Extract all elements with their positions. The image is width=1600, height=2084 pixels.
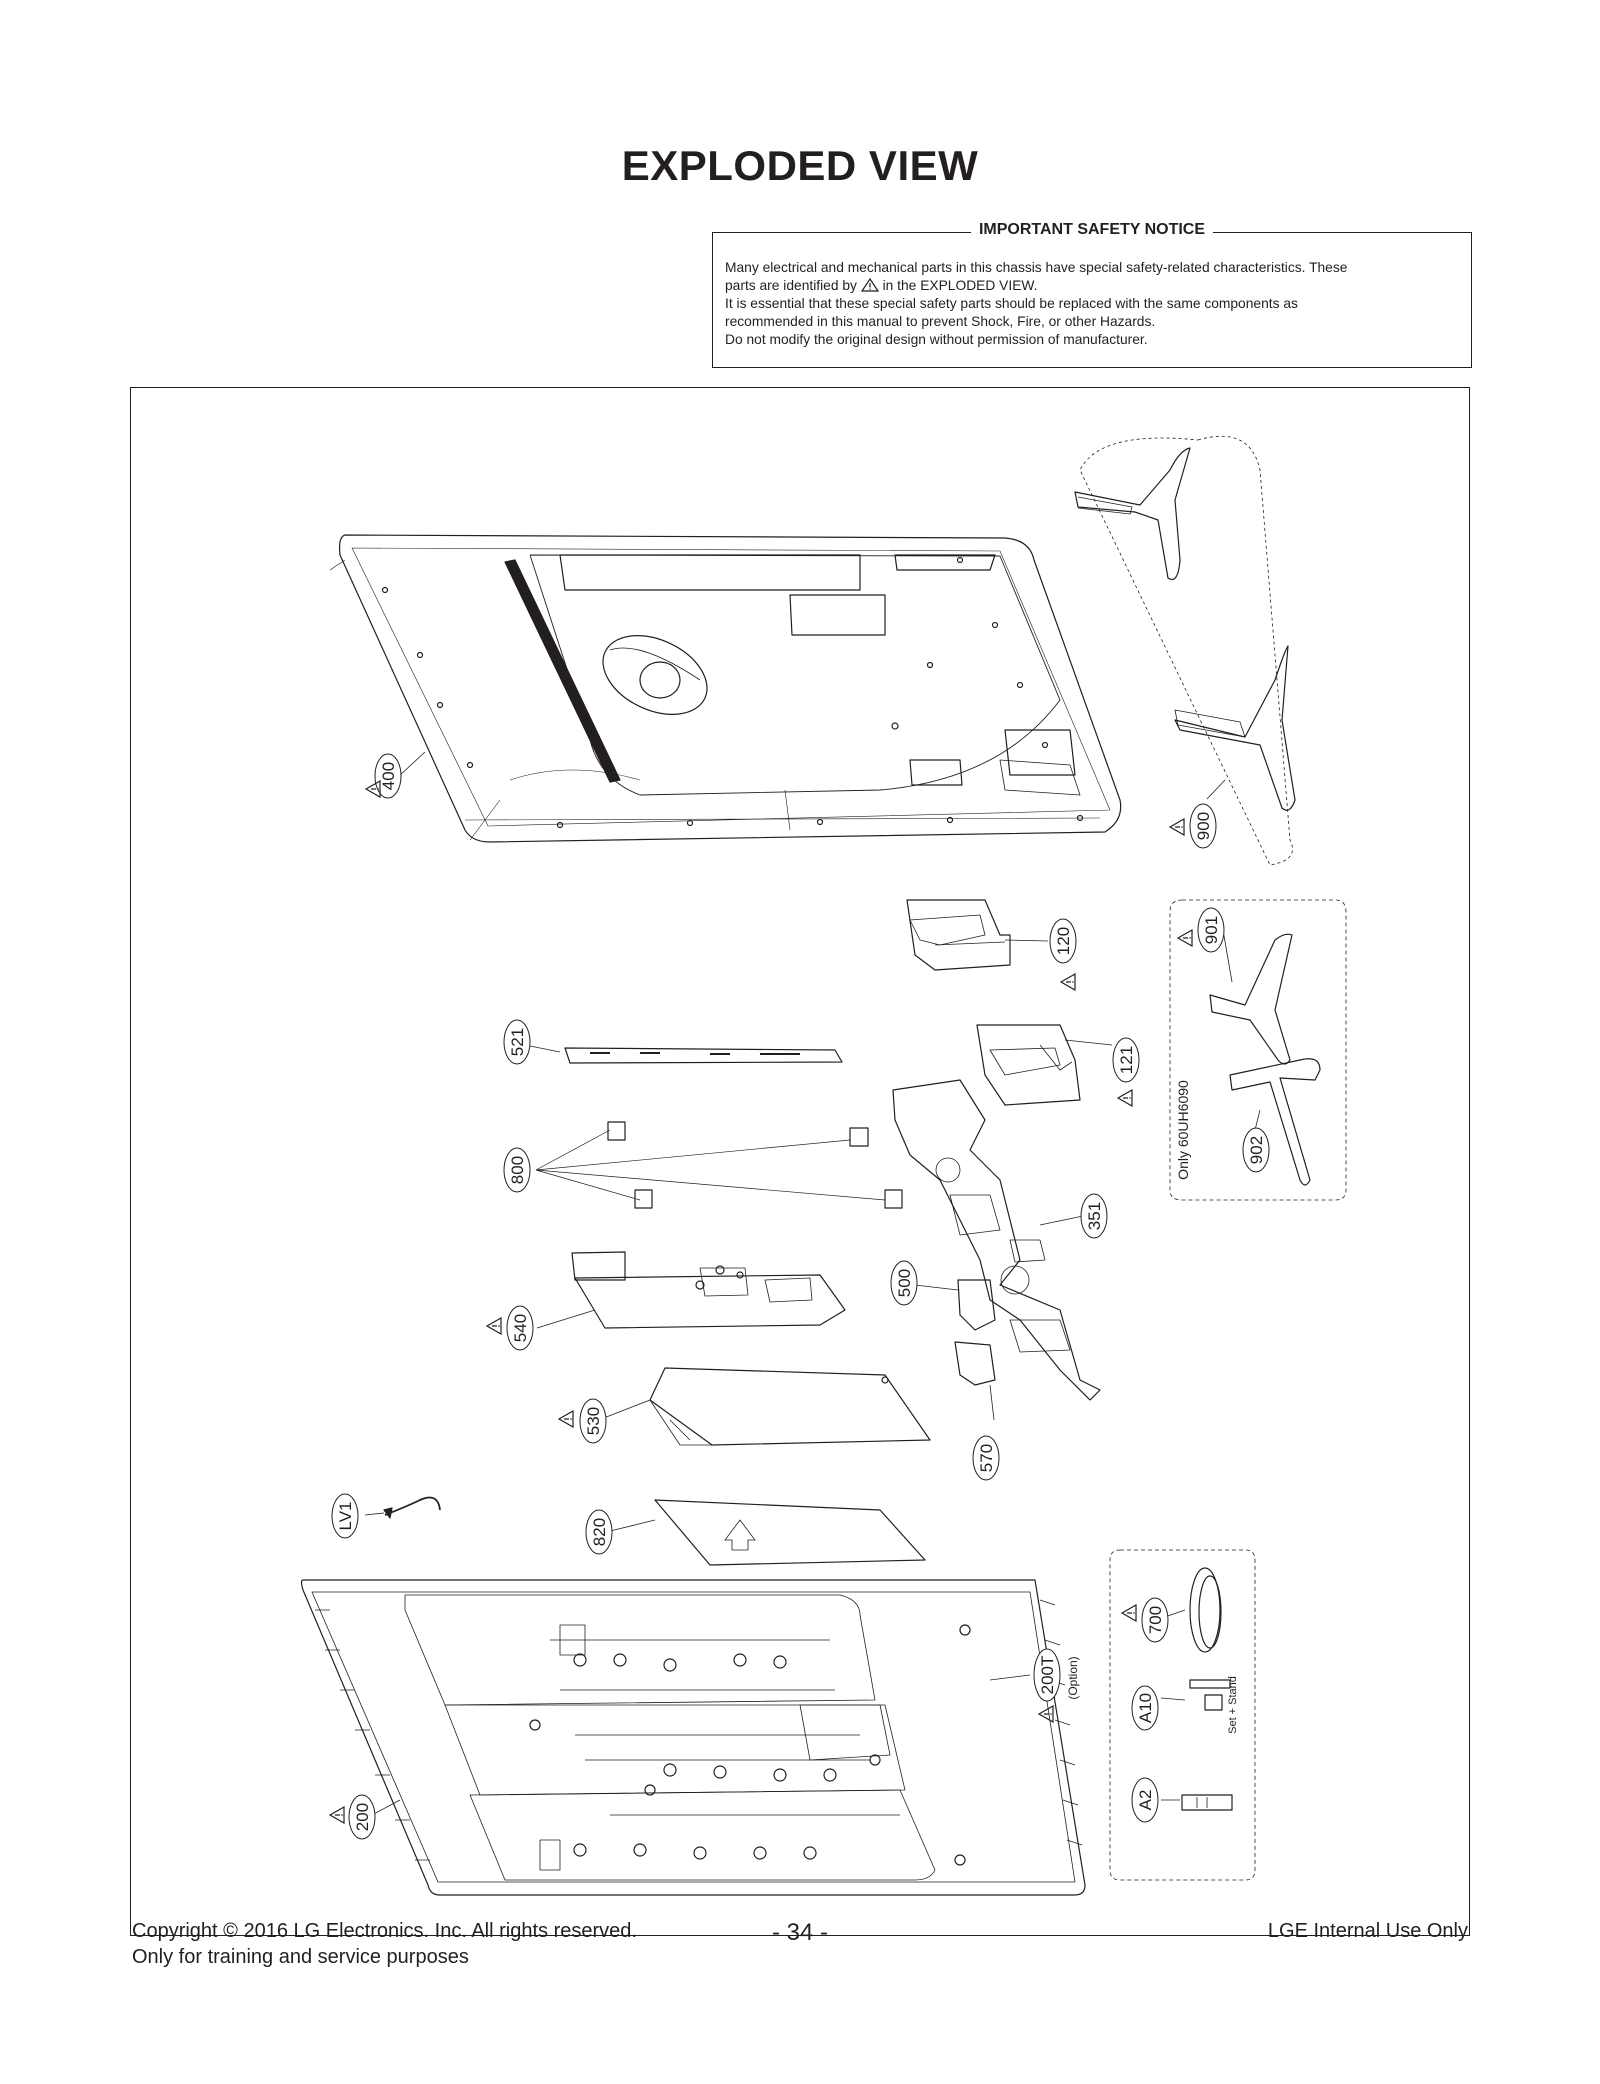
callout-700: 700 (1141, 1597, 1169, 1643)
callout-400: 400 (374, 753, 402, 799)
back-cover-part (329, 534, 1122, 843)
copyright-text: Copyright © 2016 LG Electronics. Inc. Al… (132, 1920, 637, 1942)
diagram-frame (130, 387, 1470, 1936)
callout-label: 400 (379, 762, 398, 790)
warning-triangle-icon (1038, 1705, 1054, 1723)
part-521 (564, 1047, 843, 1064)
callout-label: 351 (1085, 1202, 1104, 1230)
safety-notice-box: IMPORTANT SAFETY NOTICE Many electrical … (712, 221, 1472, 368)
part-540 (571, 1251, 846, 1329)
callout-label: LV1 (336, 1502, 355, 1531)
safety-notice-line: Do not modify the original design withou… (725, 332, 1148, 347)
callout-200t: 200T (1033, 1648, 1061, 1702)
warning-triangle-icon (1169, 818, 1185, 836)
callout-label: 900 (1194, 812, 1213, 840)
callout-label: 500 (895, 1269, 914, 1297)
callout-label: 800 (508, 1156, 527, 1184)
copyright-footer: Copyright © 2016 LG Electronics. Inc. Al… (132, 1918, 637, 1970)
callout-521: 521 (503, 1019, 531, 1065)
page-title: EXPLODED VIEW (621, 142, 979, 189)
warning-triangle-icon (329, 1806, 345, 1824)
callout-label: 530 (584, 1407, 603, 1435)
page-number: - 34 - (771, 1919, 828, 1946)
warning-triangle-icon (860, 278, 879, 292)
callout-label: 521 (508, 1028, 527, 1056)
set-stand-note: Set + Stand (1227, 1676, 1239, 1734)
callout-label: 540 (511, 1314, 530, 1342)
training-text: Only for training and service purposes (132, 1946, 469, 1968)
callout-a10: A10 (1131, 1685, 1159, 1731)
callout-120: 120 (1049, 918, 1077, 964)
callout-label: 820 (590, 1518, 609, 1546)
callout-label: 200T (1038, 1656, 1057, 1695)
part-121 (976, 1024, 1081, 1106)
warning-triangle-icon (558, 1410, 574, 1428)
callout-900: 900 (1189, 803, 1217, 849)
callout-label: 570 (977, 1444, 996, 1472)
callout-901: 901 (1197, 907, 1225, 953)
part-800 (535, 1121, 903, 1209)
callout-label: 200 (353, 1803, 372, 1831)
safety-notice-line: parts are identified by in the EXPLODED … (725, 277, 1459, 295)
part-lv1-cable (383, 1496, 441, 1519)
safety-notice-line: It is essential that these special safet… (725, 296, 1298, 311)
callout-351: 351 (1080, 1193, 1108, 1239)
warning-triangle-icon (1060, 973, 1076, 991)
callout-label: 901 (1202, 916, 1221, 944)
stand-part (1074, 435, 1296, 866)
safety-notice-line-part: in the EXPLODED VIEW. (882, 278, 1038, 293)
callout-570: 570 (972, 1435, 1000, 1481)
safety-notice-line: Many electrical and mechanical parts in … (725, 260, 1348, 275)
safety-notice-text: Many electrical and mechanical parts in … (725, 259, 1459, 349)
callout-540: 540 (506, 1305, 534, 1351)
part-120 (906, 899, 1011, 971)
callout-200: 200 (348, 1794, 376, 1840)
callout-label: 121 (1117, 1046, 1136, 1074)
safety-notice-line-part: parts are identified by (725, 278, 857, 293)
model-note: Only 60UH6090 (1175, 1080, 1191, 1180)
callouts: 400 900 901 902 120 121 521 800 351 500 … (331, 753, 1270, 1840)
safety-notice-line: recommended in this manual to prevent Sh… (725, 314, 1156, 329)
warning-triangle-icon (1177, 929, 1193, 947)
display-module-part (300, 1579, 1086, 1896)
callout-800: 800 (503, 1147, 531, 1193)
warning-triangle-icon (1117, 1089, 1133, 1107)
part-351 (892, 1079, 1101, 1401)
callout-530: 530 (579, 1398, 607, 1444)
option-note: (Option) (1066, 1656, 1080, 1699)
warning-triangle-icon (486, 1317, 502, 1335)
part-530 (649, 1367, 931, 1446)
callout-label: 120 (1054, 927, 1073, 955)
part-570 (954, 1341, 996, 1386)
callout-lv1: LV1 (331, 1493, 359, 1539)
callout-label: 902 (1247, 1136, 1266, 1164)
internal-use-text: LGE Internal Use Only (1267, 1920, 1468, 1942)
accessory-group (1109, 1549, 1256, 1881)
callout-820: 820 (585, 1509, 613, 1555)
safety-notice-heading: IMPORTANT SAFETY NOTICE (970, 221, 1214, 238)
callout-label: A10 (1136, 1693, 1155, 1723)
callout-902: 902 (1242, 1127, 1270, 1173)
callout-500: 500 (890, 1260, 918, 1306)
warning-triangle-icon (1121, 1604, 1137, 1622)
callout-label: 700 (1146, 1606, 1165, 1634)
optional-stand-group (1169, 899, 1347, 1201)
callout-label: A2 (1136, 1790, 1155, 1811)
callout-a2: A2 (1131, 1777, 1159, 1823)
callout-121: 121 (1112, 1037, 1140, 1083)
leader-lines (364, 751, 1261, 1816)
part-820 (654, 1499, 926, 1566)
part-500 (957, 1279, 996, 1331)
